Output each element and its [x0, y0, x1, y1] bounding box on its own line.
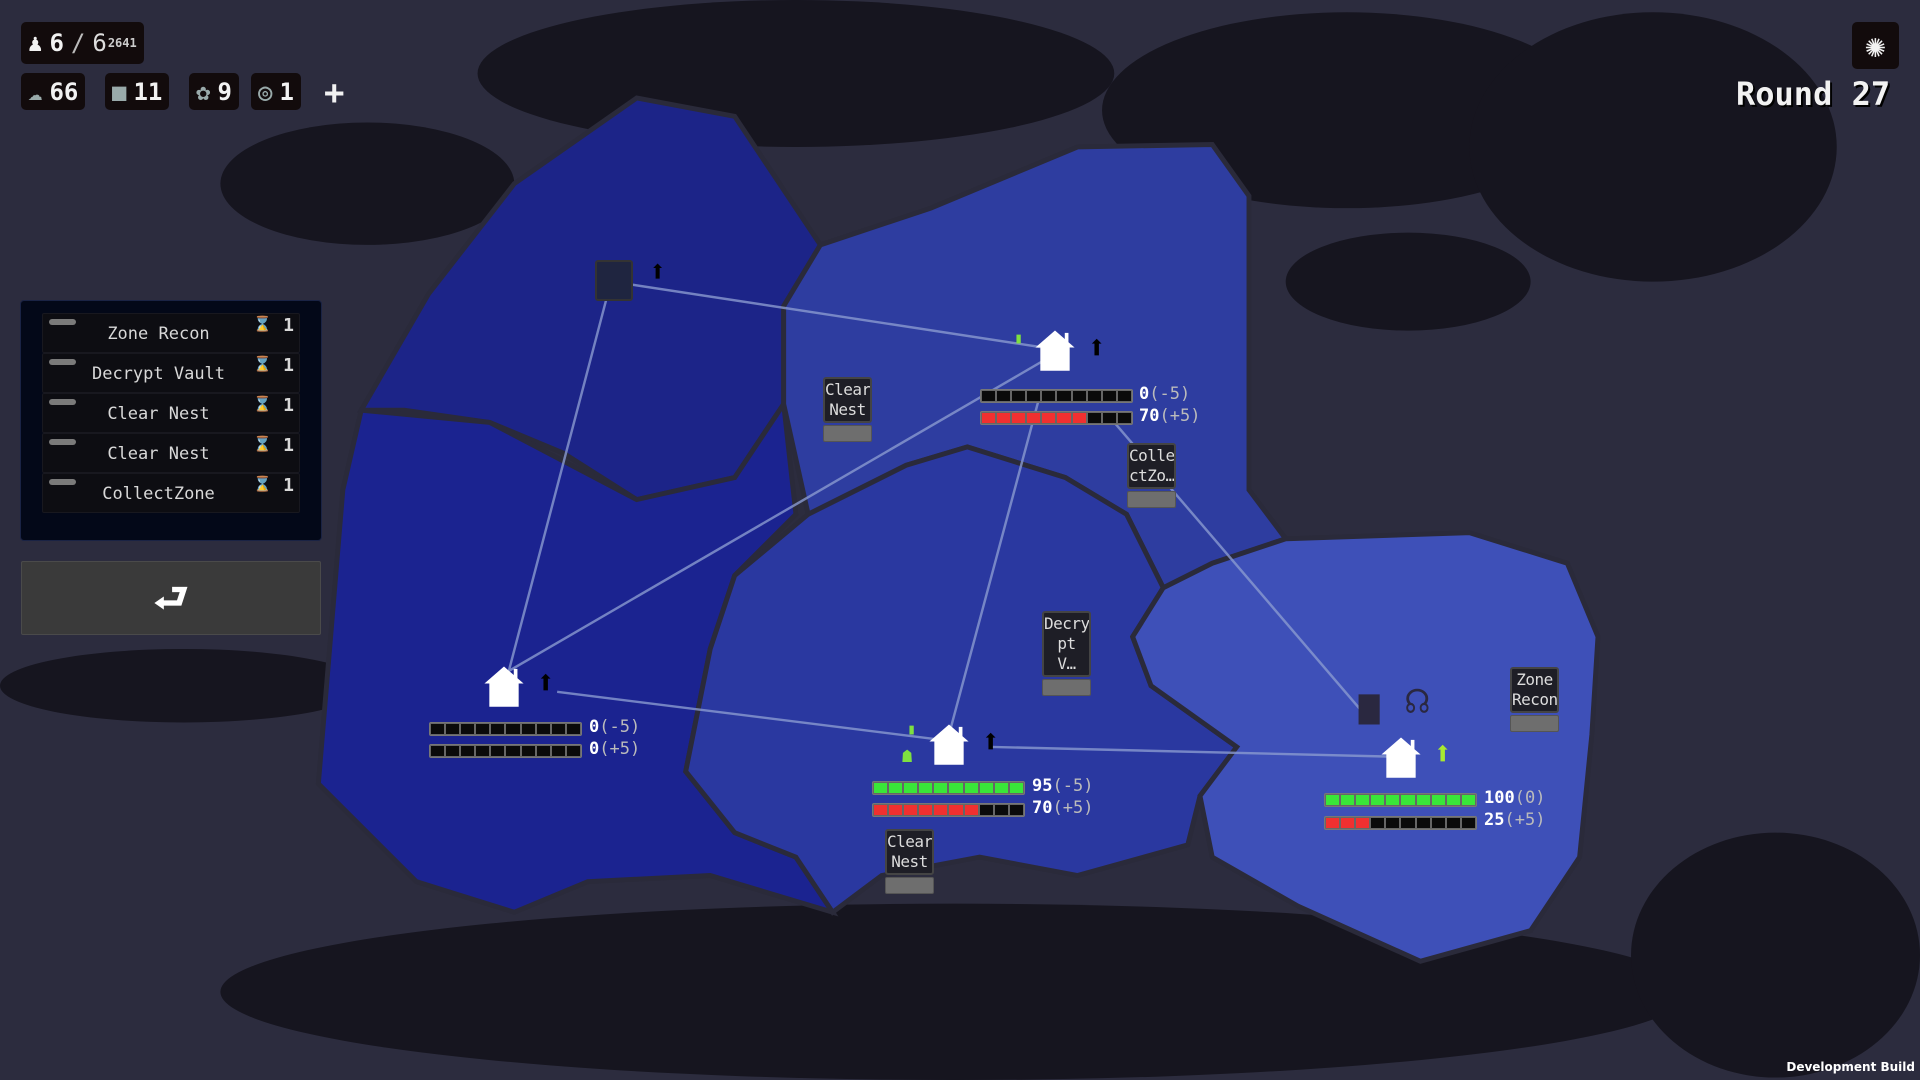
- task-item[interactable]: Decrypt Vault⌛1: [42, 353, 300, 393]
- add-button[interactable]: +: [324, 73, 345, 113]
- locked-outpost-icon[interactable]: [595, 260, 633, 301]
- satellite-dish-icon: ☊: [1406, 678, 1429, 722]
- map-task-card[interactable]: Clear Nest: [885, 829, 934, 894]
- upgrade-arrow-icon[interactable]: ⬆: [536, 663, 556, 701]
- health-bar: [429, 722, 582, 736]
- round-label: Round 27: [1736, 75, 1891, 113]
- task-item[interactable]: Zone Recon⌛1: [42, 313, 300, 353]
- task-progress-slot: [1510, 715, 1559, 732]
- health-bar: [1324, 793, 1477, 807]
- battery-icon: ▮: [907, 720, 917, 738]
- threat-value: 25(+5): [1484, 810, 1546, 830]
- hourglass-icon: ⌛: [253, 435, 272, 453]
- map-task-card[interactable]: Decry pt V…: [1042, 611, 1091, 696]
- zone-east: [1129, 530, 1601, 964]
- blocks-icon: ■: [112, 77, 127, 106]
- development-build-label: Development Build: [1786, 1060, 1915, 1074]
- health-bar: [872, 781, 1025, 795]
- upgrade-arrow-icon[interactable]: ⬆: [981, 722, 1001, 760]
- health-bar: [980, 389, 1133, 403]
- drag-handle[interactable]: [49, 319, 76, 325]
- gear-part-icon: ✿: [196, 77, 211, 106]
- task-progress-slot: [885, 877, 934, 894]
- task-progress-slot: [1042, 679, 1091, 696]
- health-value: 0(-5): [1139, 384, 1191, 404]
- threat-value: 70(+5): [1032, 798, 1094, 818]
- resource-ore: ☁66: [21, 73, 86, 110]
- map-task-card[interactable]: Clear Nest: [823, 377, 872, 442]
- map-task-card[interactable]: Colle ctZo…: [1127, 443, 1176, 508]
- drag-handle[interactable]: [49, 439, 76, 445]
- health-value: 0(-5): [589, 717, 641, 737]
- drag-handle[interactable]: [49, 399, 76, 405]
- health-value: 100(0): [1484, 788, 1546, 808]
- task-item[interactable]: Clear Nest⌛1: [42, 433, 300, 473]
- settlement-house-icon[interactable]: [1033, 328, 1077, 372]
- threat-value: 70(+5): [1139, 406, 1201, 426]
- resource-blocks: ■11: [105, 73, 170, 110]
- hourglass-icon: ⌛: [253, 355, 272, 373]
- threat-value: 0(+5): [589, 739, 641, 759]
- drag-handle[interactable]: [49, 359, 76, 365]
- connections: [503, 280, 1396, 758]
- task-item[interactable]: CollectZone⌛1: [42, 473, 300, 513]
- threat-bar: [872, 803, 1025, 817]
- hourglass-icon: ⌛: [253, 475, 272, 493]
- hourglass-icon: ⌛: [253, 315, 272, 333]
- hourglass-icon: ⌛: [253, 395, 272, 413]
- canister-icon: ▆: [1359, 685, 1380, 725]
- resource-disc: ◎1: [251, 73, 301, 110]
- back-button[interactable]: ⮐: [21, 561, 321, 635]
- task-item[interactable]: Clear Nest⌛1: [42, 393, 300, 433]
- settlement-house-icon[interactable]: [482, 664, 526, 708]
- resource-gear-part: ✿9: [189, 73, 239, 110]
- drag-handle[interactable]: [49, 479, 76, 485]
- settlement-house-icon[interactable]: [1379, 735, 1423, 779]
- task-progress-slot: [823, 425, 872, 442]
- settings-gear-icon[interactable]: ✺: [1852, 22, 1899, 69]
- upgrade-arrow-icon[interactable]: ⬆: [1433, 734, 1453, 772]
- threat-bar: [1324, 816, 1477, 830]
- return-arrow-icon: ⮐: [153, 575, 189, 621]
- health-value: 95(-5): [1032, 776, 1094, 796]
- settlement-house-icon[interactable]: [927, 722, 971, 766]
- pawn-icon: ♟: [28, 29, 43, 57]
- threat-bar: [429, 744, 582, 758]
- task-progress-slot: [1127, 491, 1176, 508]
- upgrade-arrow-icon[interactable]: ⬆: [1087, 328, 1107, 366]
- upgrade-arrow-icon[interactable]: ⬆: [649, 254, 667, 288]
- robot-icon: ☗: [902, 747, 913, 767]
- zone-center: [683, 444, 1241, 916]
- ore-icon: ☁: [28, 77, 43, 106]
- battery-icon: ▮: [1014, 329, 1024, 347]
- map-task-card[interactable]: Zone Recon: [1510, 667, 1559, 732]
- disc-icon: ◎: [258, 77, 273, 106]
- threat-bar: [980, 411, 1133, 425]
